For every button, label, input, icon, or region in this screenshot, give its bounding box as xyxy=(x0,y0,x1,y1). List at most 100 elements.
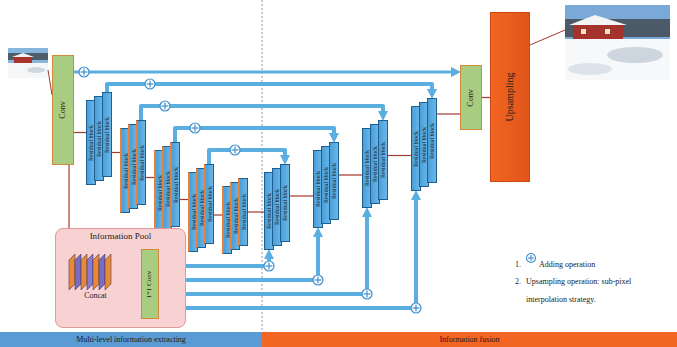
note-slot: 2. xyxy=(515,270,521,288)
legend-add-symbol xyxy=(527,254,536,263)
link-line xyxy=(214,214,222,215)
decor-shape xyxy=(234,147,235,154)
stage-band: Multi-level information extracting xyxy=(0,332,262,347)
note-text: 2. xyxy=(515,277,521,286)
decor-shape xyxy=(362,289,372,299)
decor-shape xyxy=(160,101,170,111)
band-label: Information fusion xyxy=(439,336,499,344)
note-slot: 1. xyxy=(515,253,521,271)
block-label: Residual block xyxy=(104,117,110,153)
add-symbol xyxy=(264,261,274,271)
block-label: 1*1 Conv xyxy=(147,270,154,297)
snow-shade xyxy=(568,63,612,75)
block-label: Residual block xyxy=(429,123,435,159)
link-line xyxy=(248,211,264,212)
panel-title: Information Pool xyxy=(56,232,185,241)
decor-shape xyxy=(366,291,367,298)
add-symbol xyxy=(145,79,155,89)
link-line xyxy=(146,177,154,178)
residual-block: Residual block xyxy=(329,142,339,220)
link-line xyxy=(290,195,313,196)
decor-shape xyxy=(230,145,240,155)
decor-shape xyxy=(411,303,421,313)
link-line xyxy=(482,97,490,98)
flow-arrow xyxy=(74,71,451,74)
decor-shape xyxy=(268,263,269,270)
house xyxy=(14,57,32,64)
snow xyxy=(565,39,670,80)
decor-shape xyxy=(194,125,195,132)
block-label: Residual block xyxy=(241,194,247,230)
feature-map xyxy=(75,254,81,290)
snow-shade xyxy=(607,47,663,63)
add-symbol xyxy=(160,101,170,111)
snow xyxy=(8,63,48,78)
feature-map xyxy=(93,254,99,290)
conv-1x1-block: 1*1 Conv xyxy=(141,249,159,319)
block-label: Residual block xyxy=(282,185,288,221)
roof xyxy=(569,15,627,25)
add-symbol xyxy=(79,67,89,77)
link-line xyxy=(74,132,86,133)
information-pool-panel: Information PoolConcat 1*1 Conv xyxy=(55,228,186,328)
block-label: Residual block xyxy=(380,142,386,178)
block-label: Residual block xyxy=(173,167,179,203)
note-text: Upsampling operation: sub-pixel interpol… xyxy=(526,277,631,304)
decor-shape xyxy=(149,81,150,88)
link-line xyxy=(180,199,188,200)
link-line xyxy=(112,152,120,153)
add-symbol xyxy=(362,289,372,299)
flow-arrow xyxy=(107,84,432,92)
residual-block: Residual block xyxy=(280,164,290,242)
image-link xyxy=(530,30,565,45)
add-symbol xyxy=(190,123,200,133)
feature-map xyxy=(99,254,105,290)
decor-shape xyxy=(527,254,536,263)
feature-map xyxy=(87,254,93,290)
concat-stack: Concat xyxy=(64,251,127,303)
feature-map xyxy=(69,254,75,290)
flow-arrow xyxy=(209,150,285,164)
decor-shape xyxy=(415,305,416,312)
window xyxy=(605,29,610,34)
add-symbol xyxy=(313,275,323,285)
feature-stack xyxy=(64,251,119,291)
residual-block: Residual block xyxy=(204,164,214,244)
feature-map xyxy=(81,254,87,290)
residual-block: Residual block xyxy=(378,120,388,200)
note-text: 1. xyxy=(515,260,521,269)
block-label: Concat xyxy=(64,292,127,300)
link-line xyxy=(437,113,460,114)
add-symbol xyxy=(411,303,421,313)
block-label: Conv xyxy=(467,89,475,106)
snow-shade xyxy=(27,67,45,73)
link-line xyxy=(388,155,411,156)
decor-shape xyxy=(83,69,84,76)
upsampling-block: Upsampling xyxy=(490,12,530,182)
block-label: Upsampling xyxy=(505,73,515,122)
flow-arrow xyxy=(141,106,383,120)
block-label: Residual block xyxy=(331,163,337,199)
block-label: Conv xyxy=(59,101,67,118)
conv-block: Conv xyxy=(52,55,74,165)
block-label: Residual block xyxy=(207,186,213,222)
decor-shape xyxy=(317,277,318,284)
link-line xyxy=(339,174,362,175)
band-label: Multi-level information extracting xyxy=(76,336,186,344)
conv-block: Conv xyxy=(460,65,482,130)
output-image xyxy=(565,5,670,80)
decor-shape xyxy=(145,79,155,89)
note-slot: Adding operation xyxy=(539,253,595,271)
residual-block: Residual block xyxy=(102,92,112,177)
residual-block: Residual block xyxy=(136,120,146,205)
decor-shape xyxy=(313,275,323,285)
window xyxy=(581,29,586,34)
residual-block: Residual block xyxy=(238,178,248,246)
note-slot: Upsampling operation: sub-pixel interpol… xyxy=(526,270,674,306)
house xyxy=(573,24,623,40)
block-label: Residual block xyxy=(139,145,145,181)
feature-map xyxy=(105,254,111,290)
sky xyxy=(8,48,48,78)
roof xyxy=(12,53,34,57)
